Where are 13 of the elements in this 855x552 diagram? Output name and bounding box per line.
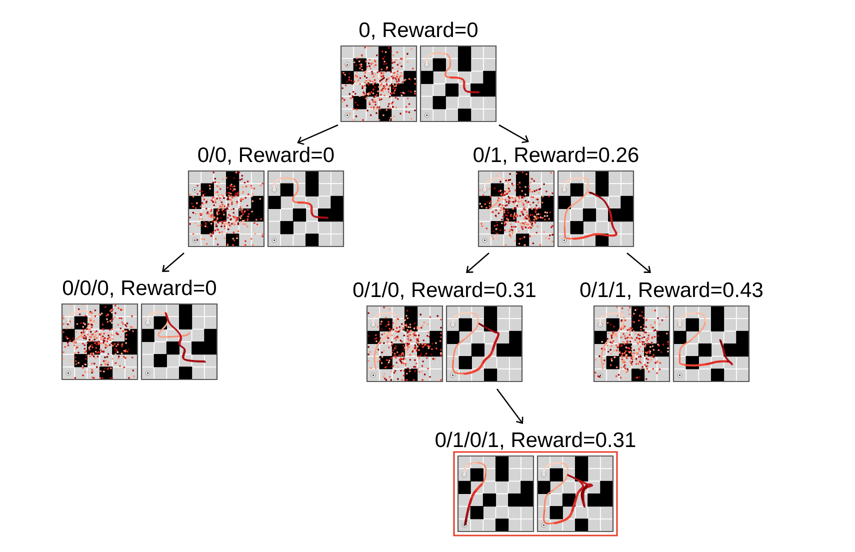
node-title: 0/0/0, Reward=0 (62, 280, 216, 298)
node-title: 0/1/1, Reward=0.43 (580, 282, 762, 300)
arrow (466, 252, 490, 273)
arrow (498, 124, 529, 144)
node-title: 0/1/0, Reward=0.31 (353, 282, 536, 300)
node-title: 0, Reward=0 (360, 22, 478, 40)
arrow (496, 388, 524, 424)
arrow (162, 252, 184, 272)
node-title: 0/1/0/1, Reward=0.31 (436, 432, 636, 450)
node-title: 0/0, Reward=0 (198, 146, 334, 165)
arrow (297, 124, 338, 145)
arrow (626, 252, 651, 273)
node-title: 0/1, Reward=0.26 (474, 146, 638, 165)
